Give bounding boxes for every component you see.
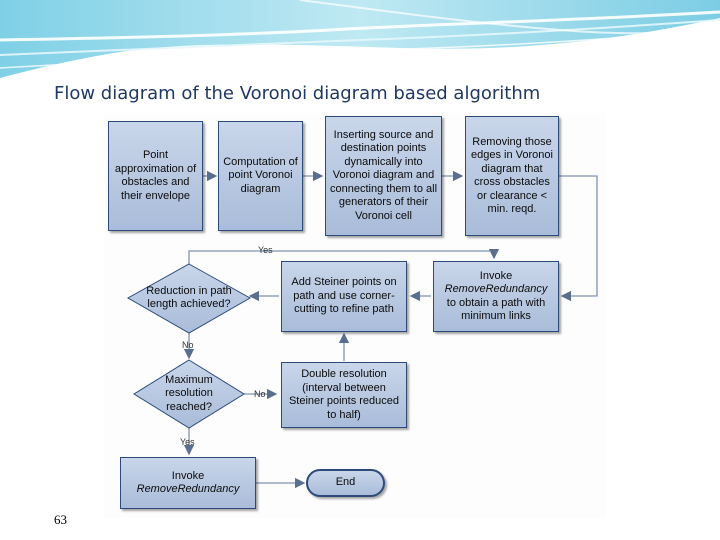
node-invoke-remove-redundancy: Invoke RemoveRedundancy to obtain a path…	[433, 261, 559, 332]
slide-title: Flow diagram of the Voronoi diagram base…	[54, 83, 541, 104]
label-no-maximum: No	[254, 389, 266, 399]
label-yes-reduction: Yes	[258, 245, 273, 255]
remove-redundancy-name: RemoveRedundancy	[444, 283, 548, 295]
node-add-steiner-points: Add Steiner points on path and use corne…	[281, 261, 407, 332]
invoke-suffix: to obtain a path with minimum links	[446, 296, 546, 323]
decision-reduction-text: Reduction in path length achieved?	[146, 284, 232, 311]
decorative-banner	[0, 0, 720, 78]
page-number: 63	[54, 512, 67, 527]
node-invoke-remove-redundancy-final: Invoke RemoveRedundancy	[120, 457, 256, 509]
decision-reduction-diamond	[126, 263, 252, 334]
node-point-approximation: Point approximation of obstacles and the…	[108, 121, 203, 231]
node-computation-voronoi: Computation of point Voronoi diagram	[218, 121, 303, 231]
remove-redundancy-final-name: RemoveRedundancy	[136, 483, 240, 495]
invoke-label: Invoke	[479, 269, 513, 282]
arrow-removing-to-invoke	[559, 175, 598, 302]
decision-maximum-diamond	[133, 359, 245, 429]
label-yes-maximum: Yes	[180, 437, 195, 447]
node-end-terminal: End	[306, 469, 385, 497]
node-double-resolution: Double resolution (interval between Stei…	[281, 362, 407, 428]
invoke-final-label: Invoke	[171, 469, 205, 482]
label-no-reduction: No	[182, 340, 194, 350]
arrow-yes-to-invoke	[188, 248, 500, 264]
node-removing-edges: Removing those edges in Voronoi diagram …	[465, 116, 559, 236]
decision-maximum-text: Maximum resolution reached?	[165, 373, 213, 413]
node-inserting-points: Inserting source and destination points …	[325, 116, 442, 236]
